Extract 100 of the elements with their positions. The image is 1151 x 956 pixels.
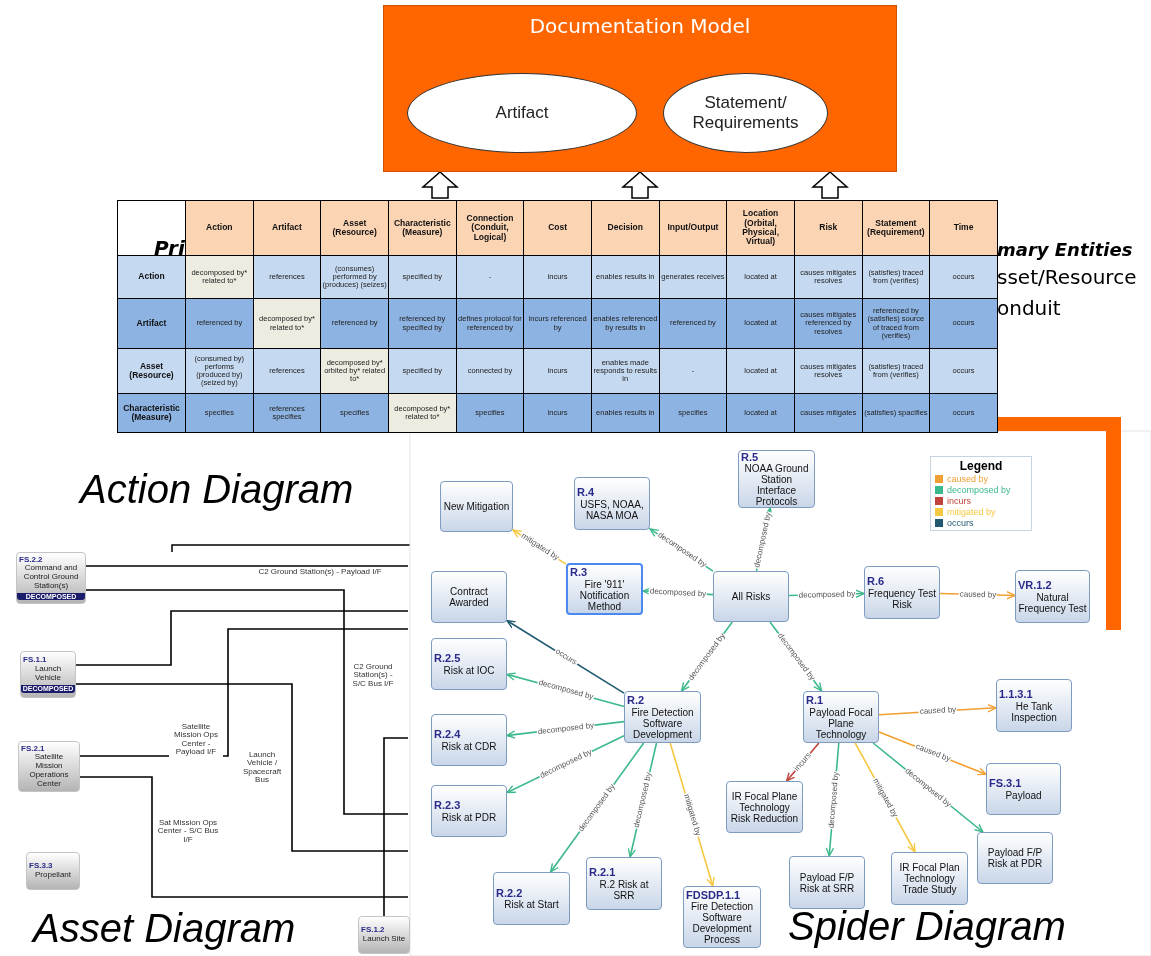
node-id: R.2.1	[588, 866, 616, 879]
row-header: Asset (Resource)	[117, 348, 186, 394]
node-text: Payload	[1004, 789, 1043, 801]
risk-box	[789, 856, 865, 909]
connector-line	[75, 683, 409, 852]
node-id: FS.3.3	[28, 862, 53, 871]
risk-box	[803, 691, 879, 743]
node-text: IR Focal Plane Technology Risk Reduction	[729, 790, 800, 824]
legend-text: incurs	[947, 495, 971, 506]
node-text: Risk at CDR	[440, 740, 498, 752]
heading-text: Pri	[154, 238, 185, 258]
node-text: USFS, NOAA, NASA MOA	[579, 498, 645, 521]
connector-line	[79, 776, 409, 898]
panel-label: Spider Diagram	[788, 906, 1066, 946]
risk-box	[738, 450, 815, 508]
risk-box	[574, 477, 650, 530]
risk-box	[493, 872, 570, 925]
node-text: Risk at PDR	[440, 811, 498, 823]
risk-box	[566, 563, 643, 615]
risk-box	[891, 852, 968, 905]
column-header: Artifact	[253, 200, 321, 256]
asset-box	[20, 651, 76, 698]
node-id: VR.1.2	[1017, 579, 1052, 592]
model-box	[383, 5, 897, 172]
node-text: Launch Site	[361, 935, 407, 944]
connector-line	[383, 737, 409, 917]
risk-box	[1015, 570, 1090, 623]
node-id: FS.3.1	[988, 777, 1022, 790]
panel-label: Action Diagram	[80, 469, 354, 509]
risk-box	[624, 691, 701, 743]
legend-text: decomposed by	[947, 484, 1011, 495]
node-text: Contract Awarded	[448, 586, 490, 608]
asset-box	[26, 852, 80, 890]
column-header: Time	[929, 200, 998, 256]
node-text: Fire Detection Software Development	[630, 706, 695, 740]
risk-box	[431, 571, 507, 623]
node-text: Propellant	[34, 871, 72, 880]
node-id: FS.2.2	[18, 555, 43, 565]
node-id: R.2	[626, 694, 645, 707]
row-header: Action	[117, 255, 186, 299]
entity-name: Artifact	[495, 103, 549, 123]
block-arrow	[621, 171, 659, 199]
node-text: Payload F/P Risk at SRR	[798, 871, 856, 894]
node-text: R.2 Risk at SRR	[598, 878, 650, 901]
risk-box	[431, 714, 507, 766]
connector-line	[75, 610, 409, 666]
node-id: FS.1.1	[22, 656, 47, 666]
risk-box	[726, 781, 803, 833]
node-id: R.2.3	[433, 799, 461, 812]
node-text: Frequency Test Risk	[866, 587, 938, 610]
node-id: R.4	[576, 486, 595, 499]
connector-line	[85, 565, 409, 567]
node-id: R.3	[569, 566, 588, 579]
risk-box	[864, 566, 940, 619]
node-id: FS.1.2	[360, 926, 385, 935]
legend-text: occurs	[947, 517, 974, 528]
node-text: Risk at Start	[503, 899, 560, 911]
risk-box	[431, 785, 507, 837]
column-header: Risk	[794, 200, 863, 256]
node-id: R.1	[805, 694, 824, 707]
node-text: Natural Frequency Test	[1017, 591, 1088, 614]
risk-box	[986, 763, 1061, 815]
block-arrow	[811, 171, 849, 199]
column-header: Decision	[591, 200, 660, 256]
edge-label: Satellite Mission Ops Center - Payload I/F	[169, 723, 223, 757]
node-id: R.2.2	[495, 886, 523, 900]
node-id: R.2.5	[433, 652, 461, 665]
column-header: Input/Output	[659, 200, 727, 256]
node-text: IR Focal Plan Technology Trade Study	[898, 862, 961, 895]
panel-label: Asset Diagram	[33, 908, 296, 948]
heading-text: onduit	[997, 298, 1061, 318]
entity-name: Statement/ Requirements	[691, 93, 800, 133]
connector-line	[85, 589, 409, 815]
row-header: Artifact	[117, 298, 186, 349]
edge-label: decomposed by	[648, 587, 708, 599]
node-id: FS.2.1	[20, 744, 45, 754]
risk-box	[431, 638, 507, 690]
edge-label: caused by	[918, 706, 957, 717]
risk-box	[977, 832, 1053, 884]
row-header: Characteristic (Measure)	[117, 393, 186, 433]
column-header: Characteristic (Measure)	[388, 200, 457, 256]
column-header: Cost	[523, 200, 592, 256]
legend-title: Legend	[958, 459, 1004, 473]
legend-text: mitigated by	[947, 506, 996, 517]
node-text: Fire Detection Software Development Process	[689, 901, 755, 946]
column-header: Statement (Requirement)	[862, 200, 930, 256]
node-text: New Mitigation	[442, 501, 511, 512]
node-id: R.6	[866, 575, 885, 588]
risk-box	[683, 886, 761, 948]
node-text: Risk at IOC	[442, 664, 496, 676]
risk-box	[586, 857, 662, 910]
node-text: Fire '911' Notification Method	[578, 578, 631, 612]
node-text: Command and Control Ground Station(s)	[22, 564, 80, 591]
edge-label: decomposed by	[797, 589, 856, 600]
node-text: Payload Focal Plane Technology	[808, 706, 874, 740]
column-header: Asset (Resource)	[320, 200, 389, 256]
risk-box	[713, 571, 789, 622]
column-header: Location (Orbital, Physical, Virtual)	[726, 200, 795, 256]
heading-text: sset/Resource	[997, 267, 1137, 287]
asset-box	[16, 552, 86, 604]
